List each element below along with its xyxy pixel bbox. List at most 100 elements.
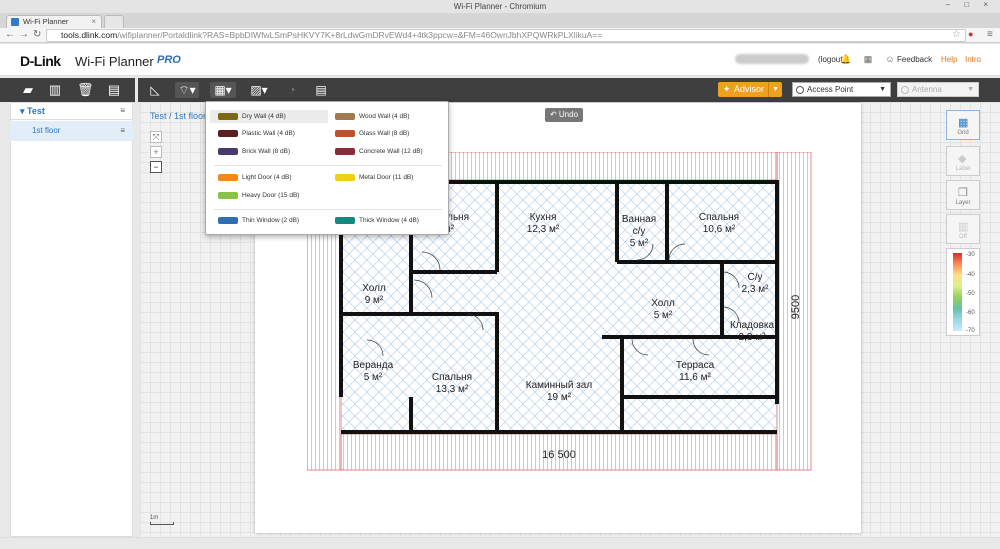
room-name: Спальня xyxy=(699,212,739,223)
wall-zone-right xyxy=(776,152,812,471)
divider xyxy=(214,165,442,166)
layers-icon: ❐ xyxy=(958,187,968,199)
wall-item[interactable]: Glass Wall (8 dB) xyxy=(327,127,445,140)
thick-window-swatch xyxy=(335,217,355,224)
measure-tool-icon[interactable]: ◺ xyxy=(150,83,160,97)
room-name: Кухня xyxy=(530,212,557,223)
username-blurred xyxy=(735,54,809,64)
wall-item[interactable]: Plastic Wall (4 dB) xyxy=(210,127,328,140)
close-tab-icon[interactable]: × xyxy=(91,17,96,26)
heat-label: -40 xyxy=(966,272,975,278)
height-dimension: 9500 xyxy=(790,295,802,319)
back-icon[interactable]: ← xyxy=(5,29,15,40)
url-input[interactable]: tools.dlink.com/wifiplanner/Portaldlink?… xyxy=(46,29,966,42)
map-icon[interactable]: ▥ xyxy=(48,82,62,97)
chevron-down-icon: ▼ xyxy=(879,86,886,93)
window-item[interactable]: Thick Window (4 dB) xyxy=(327,214,445,227)
room-area: 13,3 м² xyxy=(436,384,469,395)
floor-menu-icon[interactable]: ≡ xyxy=(120,126,125,135)
menu-icon[interactable]: ≡ xyxy=(987,29,993,40)
layer-toggle-button[interactable]: ❐Layer xyxy=(946,180,980,210)
extension-icon[interactable]: ● xyxy=(968,29,974,39)
room-area: 5 м² xyxy=(364,372,383,383)
wall-type-menu: Dry Wall (4 dB) Plastic Wall (4 dB) Bric… xyxy=(205,101,449,235)
report-icon[interactable]: ▤ xyxy=(107,82,121,97)
bookmark-star-icon[interactable]: ☆ xyxy=(952,29,961,40)
width-dimension: 16 500 xyxy=(542,449,576,461)
room-name: Каминный зал xyxy=(526,380,593,391)
project-item[interactable]: ▾ Test≡ xyxy=(10,102,133,120)
trash-icon[interactable]: 🗑 xyxy=(77,82,94,97)
window-title: Wi-Fi Planner - Chromium xyxy=(0,0,1000,13)
room-area: 5 м² xyxy=(630,238,649,249)
grid-toggle-button[interactable]: ▦Grid xyxy=(946,110,980,140)
heat-label: -50 xyxy=(966,291,975,297)
room-name: Спальня xyxy=(432,372,472,383)
project-menu-icon[interactable]: ≡ xyxy=(120,106,125,115)
door-item[interactable]: Heavy Door (15 dB) xyxy=(210,189,328,202)
undo-button[interactable]: ↶ Undo xyxy=(545,108,583,122)
floor-item[interactable]: 1st floor≡ xyxy=(10,121,133,141)
lightbulb-icon: ✦ xyxy=(723,84,731,94)
heatmap-off-button[interactable]: ▥Off xyxy=(946,214,980,244)
room-area: 2,3 м² xyxy=(739,332,767,343)
product-name: Wi-Fi Planner xyxy=(75,54,154,69)
browser-tab[interactable]: Wi-Fi Planner × xyxy=(6,15,102,28)
antenna-select[interactable]: Antenna▼ xyxy=(897,82,979,97)
concrete-wall-swatch xyxy=(335,148,355,155)
wall-item[interactable]: Wood Wall (4 dB) xyxy=(327,110,445,123)
chevron-down-icon: ▼ xyxy=(967,86,974,93)
wifi-tool-icon[interactable]: ⌔▾ xyxy=(175,82,199,98)
wall-item[interactable]: Concrete Wall (12 dB) xyxy=(327,145,445,158)
feedback-link[interactable]: Feedback xyxy=(897,55,933,64)
status-bar xyxy=(0,537,1000,549)
window-item[interactable]: Thin Window (2 dB) xyxy=(210,214,328,227)
new-tab-button[interactable] xyxy=(104,15,124,28)
window-controls[interactable]: – □ × xyxy=(945,0,994,9)
advisor-dropdown-caret[interactable]: ▼ xyxy=(768,82,782,97)
heat-label: -30 xyxy=(966,252,975,258)
reload-icon[interactable]: ↻ xyxy=(33,29,42,40)
add-project-icon[interactable]: ▰ xyxy=(23,82,33,97)
room-name: Спальня xyxy=(429,212,469,223)
room-name: Холл xyxy=(651,298,675,309)
advisor-button[interactable]: ✦Advisor xyxy=(718,82,782,97)
favicon-icon xyxy=(11,18,19,26)
room-area: 11,6 м² xyxy=(679,372,711,383)
room-area: 12,3 м² xyxy=(527,224,560,235)
door-item[interactable]: Metal Door (11 dB) xyxy=(327,171,445,184)
room-name: с/у xyxy=(633,226,646,237)
wall-item[interactable]: Dry Wall (4 dB) xyxy=(210,110,328,123)
heat-label: -70 xyxy=(966,328,975,334)
apps-icon[interactable]: ▦ xyxy=(863,54,873,64)
intro-link[interactable]: Intro xyxy=(965,55,982,64)
signal-tool-icon[interactable]: ◔ xyxy=(288,83,296,97)
door-item[interactable]: Light Door (4 dB) xyxy=(210,171,328,184)
forward-icon[interactable]: → xyxy=(19,29,29,40)
logout-link[interactable]: (logout) xyxy=(818,55,846,64)
tag-icon: ◆ xyxy=(958,153,967,165)
tab-title: Wi-Fi Planner xyxy=(23,17,69,26)
access-point-select[interactable]: Access Point▼ xyxy=(792,82,891,97)
area-tool-icon[interactable]: ▨▾ xyxy=(250,83,268,97)
breadcrumb[interactable]: Test / 1st floor xyxy=(150,111,207,121)
label-toggle-button[interactable]: ◆Label xyxy=(946,146,980,176)
wall-tool-icon[interactable]: ▦▾ xyxy=(210,82,236,98)
room-name: Терраса xyxy=(676,360,715,371)
zoom-in-button[interactable]: + xyxy=(150,146,162,158)
document-icon[interactable]: ▤ xyxy=(315,83,327,97)
room-area: 5 м² xyxy=(654,310,673,321)
feedback-icon[interactable]: ☺ xyxy=(885,54,895,64)
help-link[interactable]: Help xyxy=(941,55,958,64)
room-area: 19 м² xyxy=(547,392,572,403)
bell-icon[interactable]: 🔔 xyxy=(840,54,852,64)
metal-door-swatch xyxy=(335,174,355,181)
wall-item[interactable]: Brick Wall (8 dB) xyxy=(210,145,328,158)
scale-label: 1m xyxy=(150,515,159,521)
room-area: м² xyxy=(444,224,455,235)
zoom-out-button[interactable]: − xyxy=(150,161,162,173)
fit-icon[interactable]: ⤧ xyxy=(150,131,162,143)
brick-wall-swatch xyxy=(218,148,238,155)
sidebar-toolbar xyxy=(0,78,135,102)
